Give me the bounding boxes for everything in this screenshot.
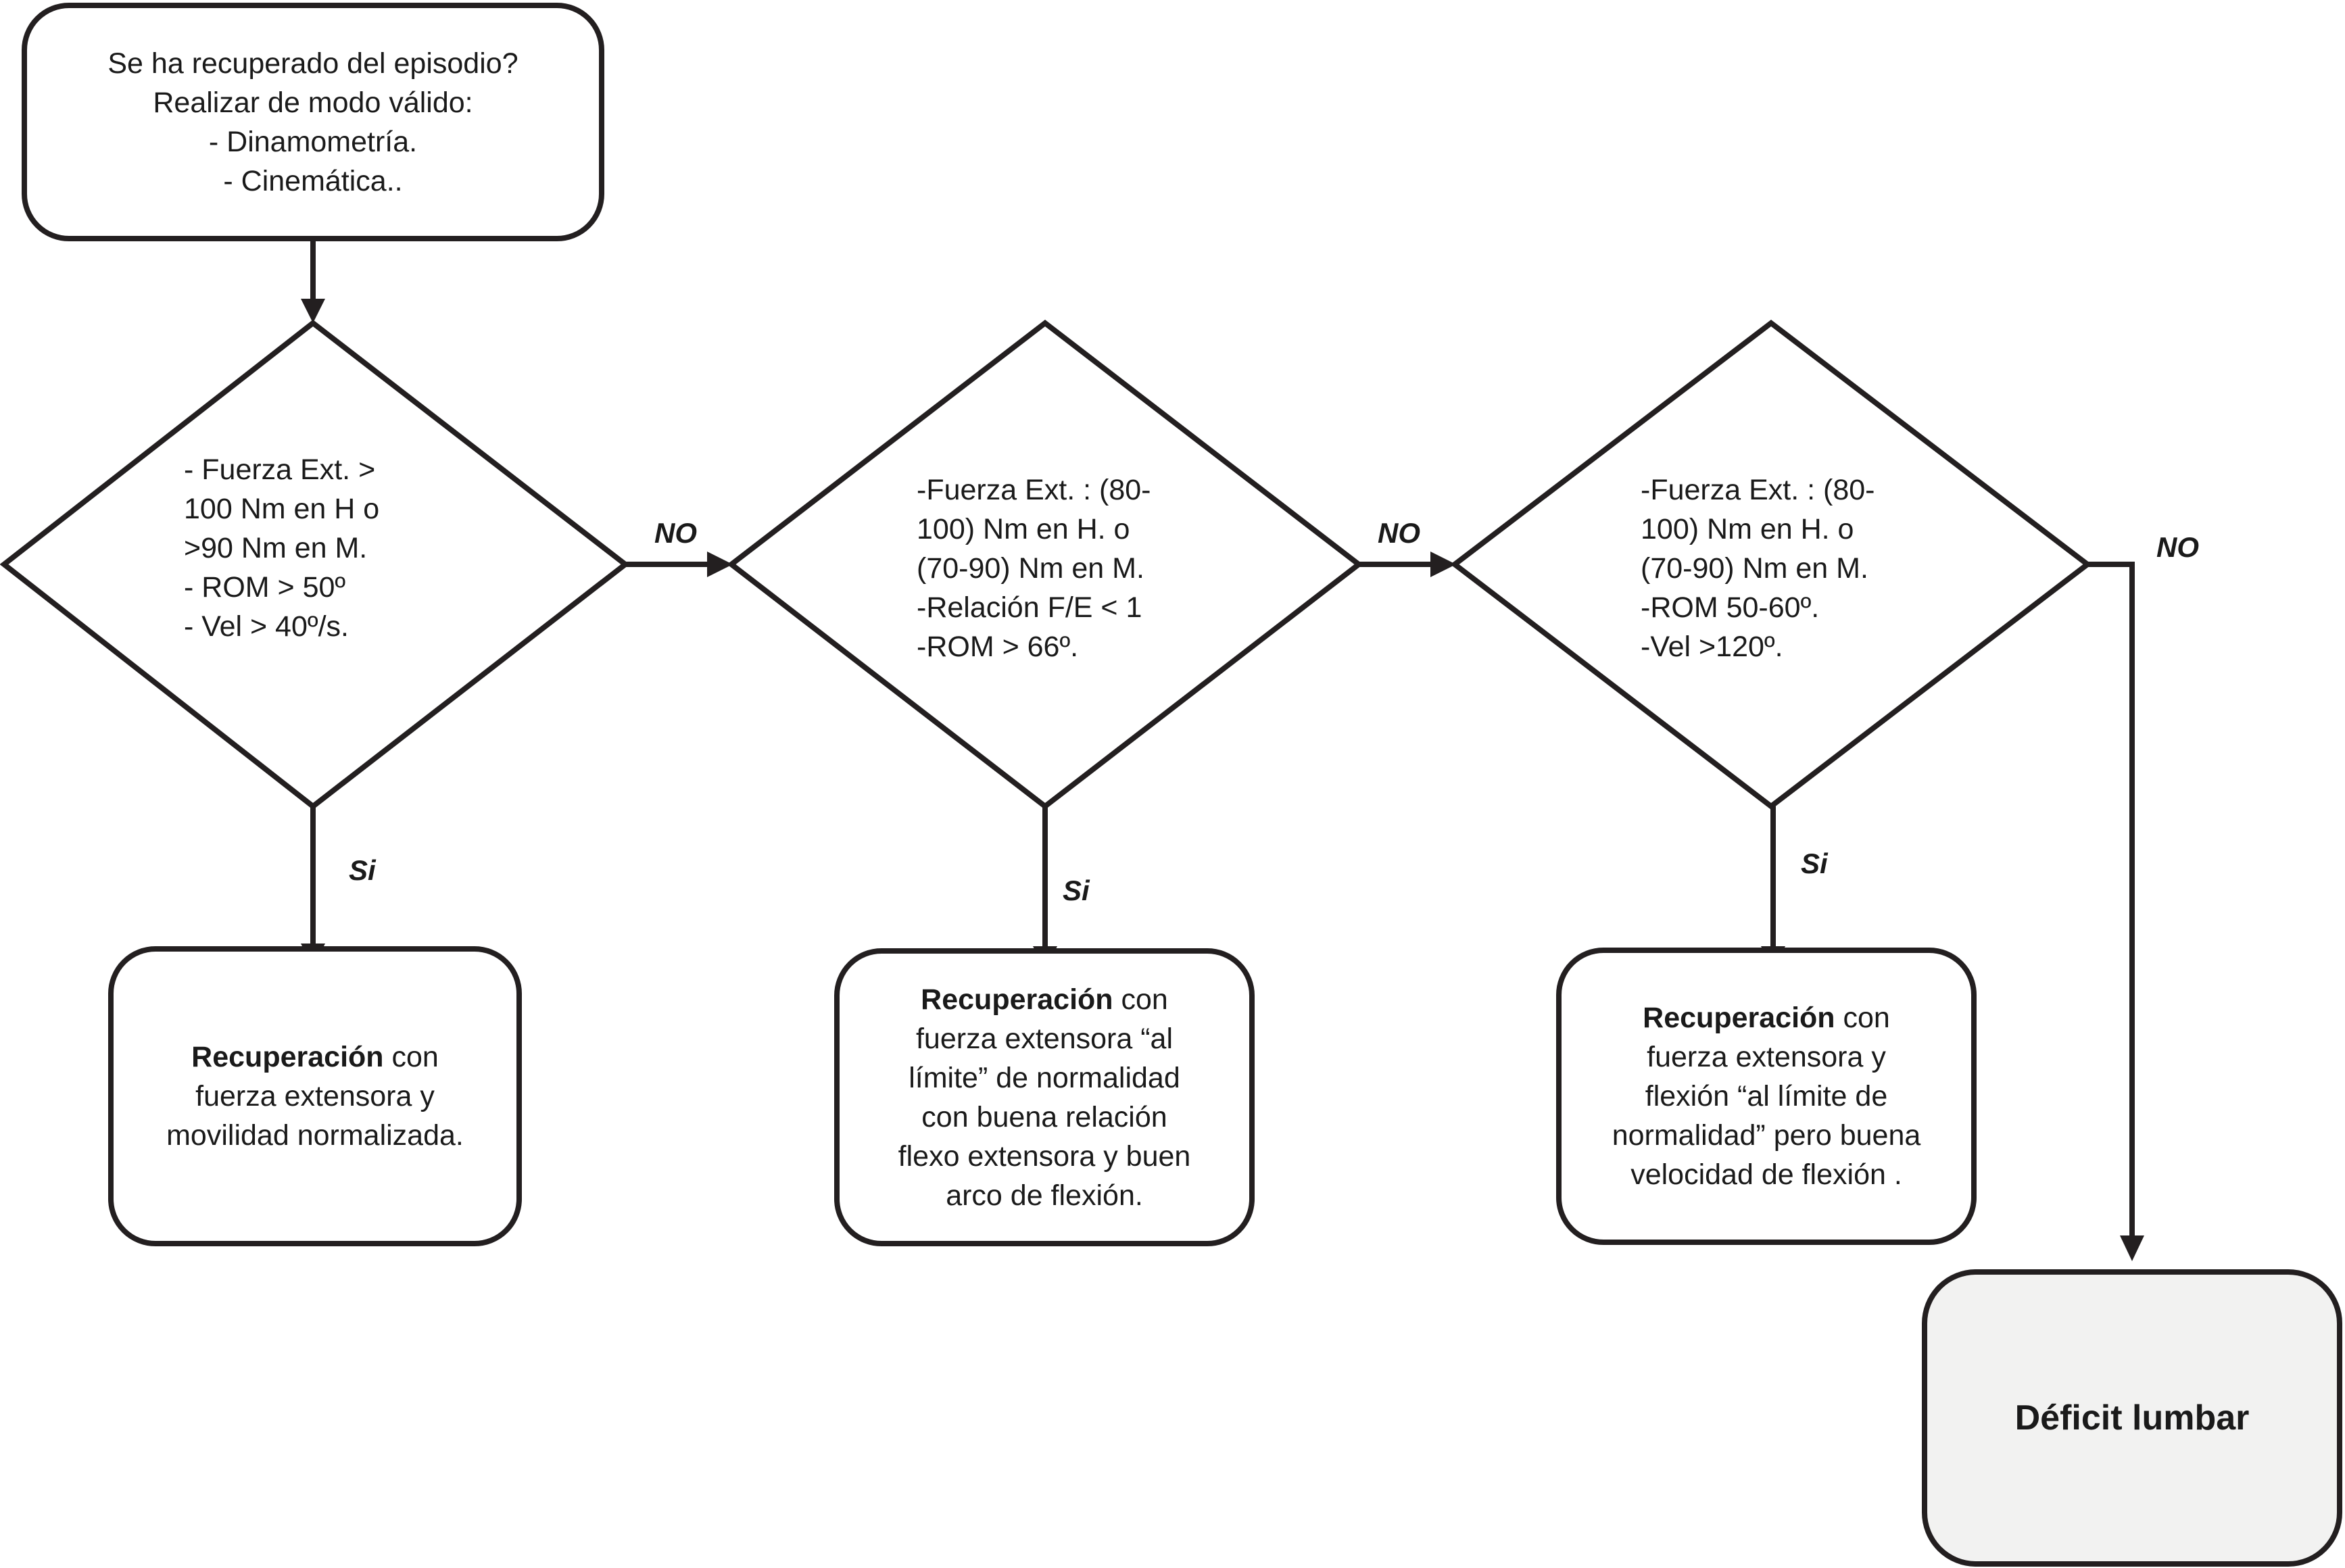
start-line-2: Realizar de modo válido: <box>153 86 473 119</box>
start-box: Se ha recuperado del episodio? Realizar … <box>22 3 604 241</box>
start-line-3: - Dinamometría. <box>208 125 418 158</box>
edge-label-si-2: Si <box>1063 875 1090 906</box>
edge-label-no-2: NO <box>1378 517 1420 549</box>
outcome-1-line-3: movilidad normalizada. <box>166 1119 464 1152</box>
outcome-box-2: Recuperación con fuerza extensora “al lí… <box>834 948 1255 1246</box>
start-line-1: Se ha recuperado del episodio? <box>107 47 518 80</box>
decision-2-line-2: 100) Nm en H. o <box>917 513 1130 545</box>
decision-3-line-1: -Fuerza Ext. : (80- <box>1641 474 1875 506</box>
decision-3-line-4: -ROM 50-60º. <box>1641 591 1820 624</box>
outcome-2-line-5: flexo extensora y buen <box>898 1140 1191 1173</box>
outcome-3-line-2: fuerza extensora y <box>1647 1041 1886 1073</box>
final-box-deficit: Déficit lumbar <box>1922 1269 2342 1567</box>
decision-2-line-3: (70-90) Nm en M. <box>917 552 1144 585</box>
edge-no-2 <box>1359 562 1433 567</box>
outcome-2-line-1: Recuperación con <box>921 980 1168 1019</box>
edge-si-3 <box>1770 806 1776 948</box>
outcome-1-first-rest: con <box>383 1041 439 1073</box>
edge-label-si-1: Si <box>349 854 376 886</box>
outcome-2-first-rest: con <box>1113 983 1168 1016</box>
edge-si-1 <box>310 806 316 945</box>
edge-label-si-3: Si <box>1801 848 1828 879</box>
outcome-2-line-6: arco de flexión. <box>946 1179 1143 1212</box>
outcome-3-first-rest: con <box>1835 1002 1890 1034</box>
decision-1-line-3: >90 Nm en M. <box>184 532 368 564</box>
edge-label-no-3: NO <box>2156 531 2199 563</box>
outcome-2-bold: Recuperación <box>921 983 1113 1016</box>
decision-1-line-2: 100 Nm en H o <box>184 493 380 525</box>
outcome-3-bold: Recuperación <box>1643 1002 1835 1034</box>
edge-start-to-decision-1 <box>310 240 316 301</box>
arrowhead-decision-2 <box>707 552 733 577</box>
outcome-2-line-2: fuerza extensora “al <box>915 1022 1174 1055</box>
outcome-2-line-3: límite” de normalidad <box>909 1061 1180 1094</box>
outcome-1-bold: Recuperación <box>191 1041 384 1073</box>
arrowhead-decision-1 <box>301 299 325 323</box>
outcome-box-1: Recuperación con fuerza extensora y movi… <box>108 946 522 1246</box>
arrowhead-final <box>2120 1235 2144 1261</box>
decision-2-line-1: -Fuerza Ext. : (80- <box>917 474 1151 506</box>
decision-2-text: -Fuerza Ext. : (80- 100) Nm en H. o (70-… <box>917 470 1151 666</box>
decision-1-line-4: - ROM > 50º <box>184 571 346 604</box>
outcome-3-line-4: normalidad” pero buena <box>1612 1119 1921 1152</box>
edge-label-no-1: NO <box>654 517 697 549</box>
outcome-3-line-5: velocidad de flexión . <box>1630 1158 1902 1191</box>
final-label: Déficit lumbar <box>2014 1398 2250 1438</box>
outcome-3-line-1: Recuperación con <box>1643 998 1890 1037</box>
decision-1-text: - Fuerza Ext. > 100 Nm en H o >90 Nm en … <box>184 450 379 646</box>
edge-no-1 <box>625 562 710 567</box>
decision-3-text: -Fuerza Ext. : (80- 100) Nm en H. o (70-… <box>1641 470 1875 666</box>
outcome-1-line-1: Recuperación con <box>191 1037 439 1077</box>
start-line-4: - Cinemática.. <box>223 164 403 197</box>
decision-1-line-1: - Fuerza Ext. > <box>184 454 376 486</box>
decision-2-line-4: -Relación F/E < 1 <box>917 591 1142 624</box>
outcome-1-line-2: fuerza extensora y <box>195 1080 435 1112</box>
decision-3-line-3: (70-90) Nm en M. <box>1641 552 1868 585</box>
decision-1-line-5: - Vel > 40º/s. <box>184 610 349 643</box>
edge-no-3-vertical <box>2129 562 2135 1238</box>
outcome-3-line-3: flexión “al límite de <box>1645 1080 1888 1112</box>
outcome-box-3: Recuperación con fuerza extensora y flex… <box>1556 948 1977 1245</box>
edge-no-3-horizontal <box>2087 562 2135 567</box>
edge-si-2 <box>1042 806 1048 948</box>
decision-3-line-5: -Vel >120º. <box>1641 631 1783 663</box>
decision-3-line-2: 100) Nm en H. o <box>1641 513 1854 545</box>
arrowhead-decision-3 <box>1430 552 1456 577</box>
decision-2-line-5: -ROM > 66º. <box>917 631 1079 663</box>
outcome-2-line-4: con buena relación <box>921 1100 1167 1133</box>
